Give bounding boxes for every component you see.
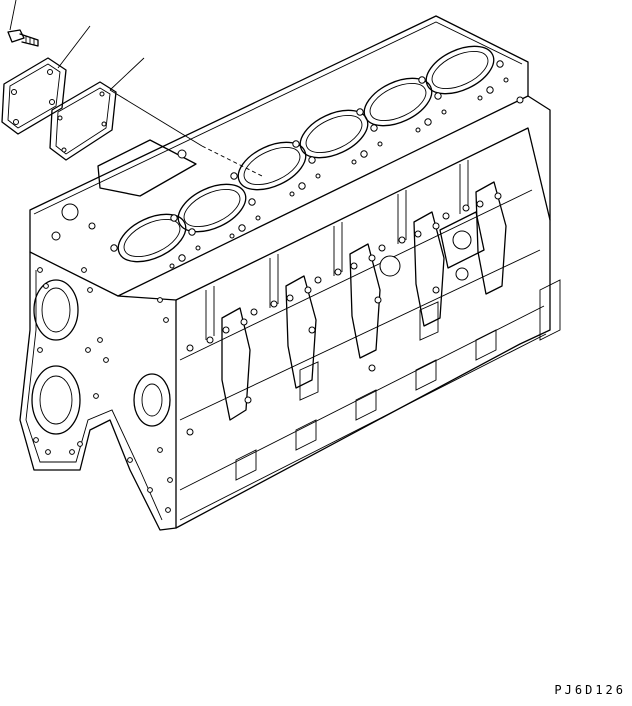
front-face-hole [37,267,43,273]
water-hole [351,159,357,165]
leader-lines [9,0,263,177]
head-bolt-hole [170,214,178,222]
cap-bolt [374,296,382,304]
front-face-hole [33,437,39,443]
front-face-holes [33,267,173,513]
cap-bolt [378,244,386,252]
head-bolt-hole [424,118,432,126]
front-face-hole [147,487,153,493]
bearing-webs [221,181,507,421]
water-hole [195,245,201,251]
cap-bolt [186,428,194,436]
cap-bolt [414,230,422,238]
deck-holes [51,60,524,269]
cap-bolt [186,344,194,352]
cap-bolt [304,286,312,294]
bearing-cap-bolts [186,192,502,436]
cap-bolt [244,396,252,404]
cap-bolt [250,308,258,316]
front-face-hole [93,393,99,399]
water-hole [289,191,295,197]
head-bolt-hole [238,224,246,232]
front-face-hole [45,449,51,455]
water-hole [441,109,447,115]
front-face-hole [69,449,75,455]
front-face-hole [77,441,83,447]
cap-bolt [286,294,294,302]
lower-pockets [235,301,497,481]
deck-hole [88,222,96,230]
water-hole [255,215,261,221]
deck-hole [51,231,61,241]
head-bolt-hole [434,92,442,100]
water-hole [229,233,235,239]
cap-bolt [206,336,214,344]
deck-hole [516,96,524,104]
head-bolt-hole [496,60,504,68]
head-bolt-hole [110,244,118,252]
deck-hole [177,149,187,159]
front-face-hole [37,347,43,353]
front-face-hole [127,457,133,463]
front-face-hole [81,267,87,273]
head-bolt-hole [356,108,364,116]
cap-bolt [314,276,322,284]
cap-bolt [442,212,450,220]
head-bolt-hole [188,228,196,236]
head-bolt-hole [178,254,186,262]
gasket-part [49,81,117,161]
cap-bolt [398,236,406,244]
cap-bolt [432,222,440,230]
side-ribs [205,160,469,340]
bolt-part [7,29,39,47]
head-bolt-hole [248,198,256,206]
front-face-hole [103,357,109,363]
drawing-code: PJ6D126 [554,683,626,697]
front-face-hole [157,447,163,453]
water-hole [315,173,321,179]
cylinder-block [19,15,561,531]
cap-bolt [368,364,376,372]
head-bolt-hole [292,140,300,148]
cap-bolt [270,300,278,308]
head-bolt-hole [308,156,316,164]
front-face-hole [157,297,163,303]
front-face-hole [43,283,49,289]
cap-bolt [368,254,376,262]
head-bolt-hole [360,150,368,158]
cap-bolt [494,192,502,200]
cylinder-bores [117,45,495,263]
head-bolt-hole [298,182,306,190]
cap-bolt [476,200,484,208]
head-bolt-hole [486,86,494,94]
water-hole [169,263,175,269]
cap-bolt [308,326,316,334]
front-face-hole [85,347,91,353]
head-bolt-hole [230,172,238,180]
head-bolt-hole [370,124,378,132]
cap-bolt [240,318,248,326]
cap-bolt [462,204,470,212]
front-face-hole [167,477,173,483]
water-hole [377,141,383,147]
water-hole [503,77,509,83]
front-face-hole [97,337,103,343]
front-face-hole [165,507,171,513]
cap-bolt [350,262,358,270]
cap-bolt [334,268,342,276]
water-hole [477,95,483,101]
cap-bolt [222,326,230,334]
cover-part [1,57,67,135]
front-face-hole [163,317,169,323]
front-face-hole [87,287,93,293]
water-hole [415,127,421,133]
deck-bore-small [61,203,79,221]
head-bolt-hole [418,76,426,84]
cap-bolt [432,286,440,294]
